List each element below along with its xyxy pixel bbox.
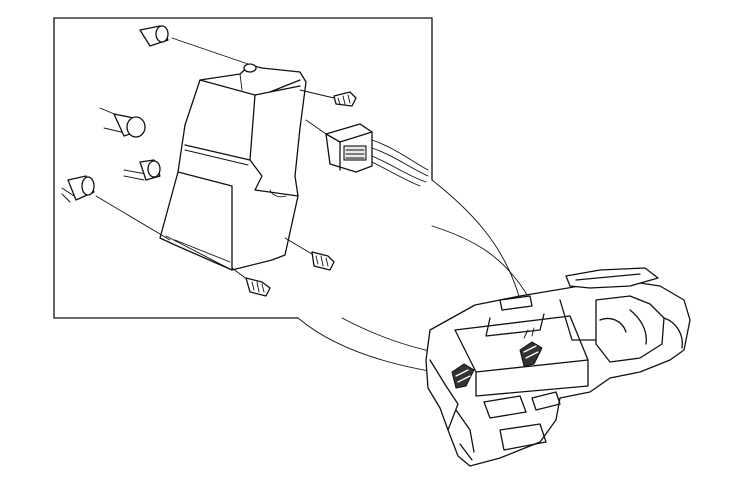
screw-right [284, 237, 335, 271]
bushing-bottom [61, 175, 171, 241]
switch-right [519, 341, 543, 367]
screw-bottom [231, 267, 271, 297]
detail-frame [53, 17, 433, 319]
connector [305, 119, 429, 187]
vent-top [565, 267, 659, 289]
heater-unit [425, 267, 691, 467]
module-unit [159, 63, 307, 271]
mount-tab [243, 63, 257, 73]
bushing-large [99, 107, 146, 138]
wire [371, 161, 421, 187]
bushing-middle [123, 159, 161, 181]
wire [371, 139, 429, 171]
screw-top [299, 89, 357, 107]
wire [371, 155, 427, 183]
bushing-top [139, 25, 249, 65]
wire [371, 147, 429, 177]
